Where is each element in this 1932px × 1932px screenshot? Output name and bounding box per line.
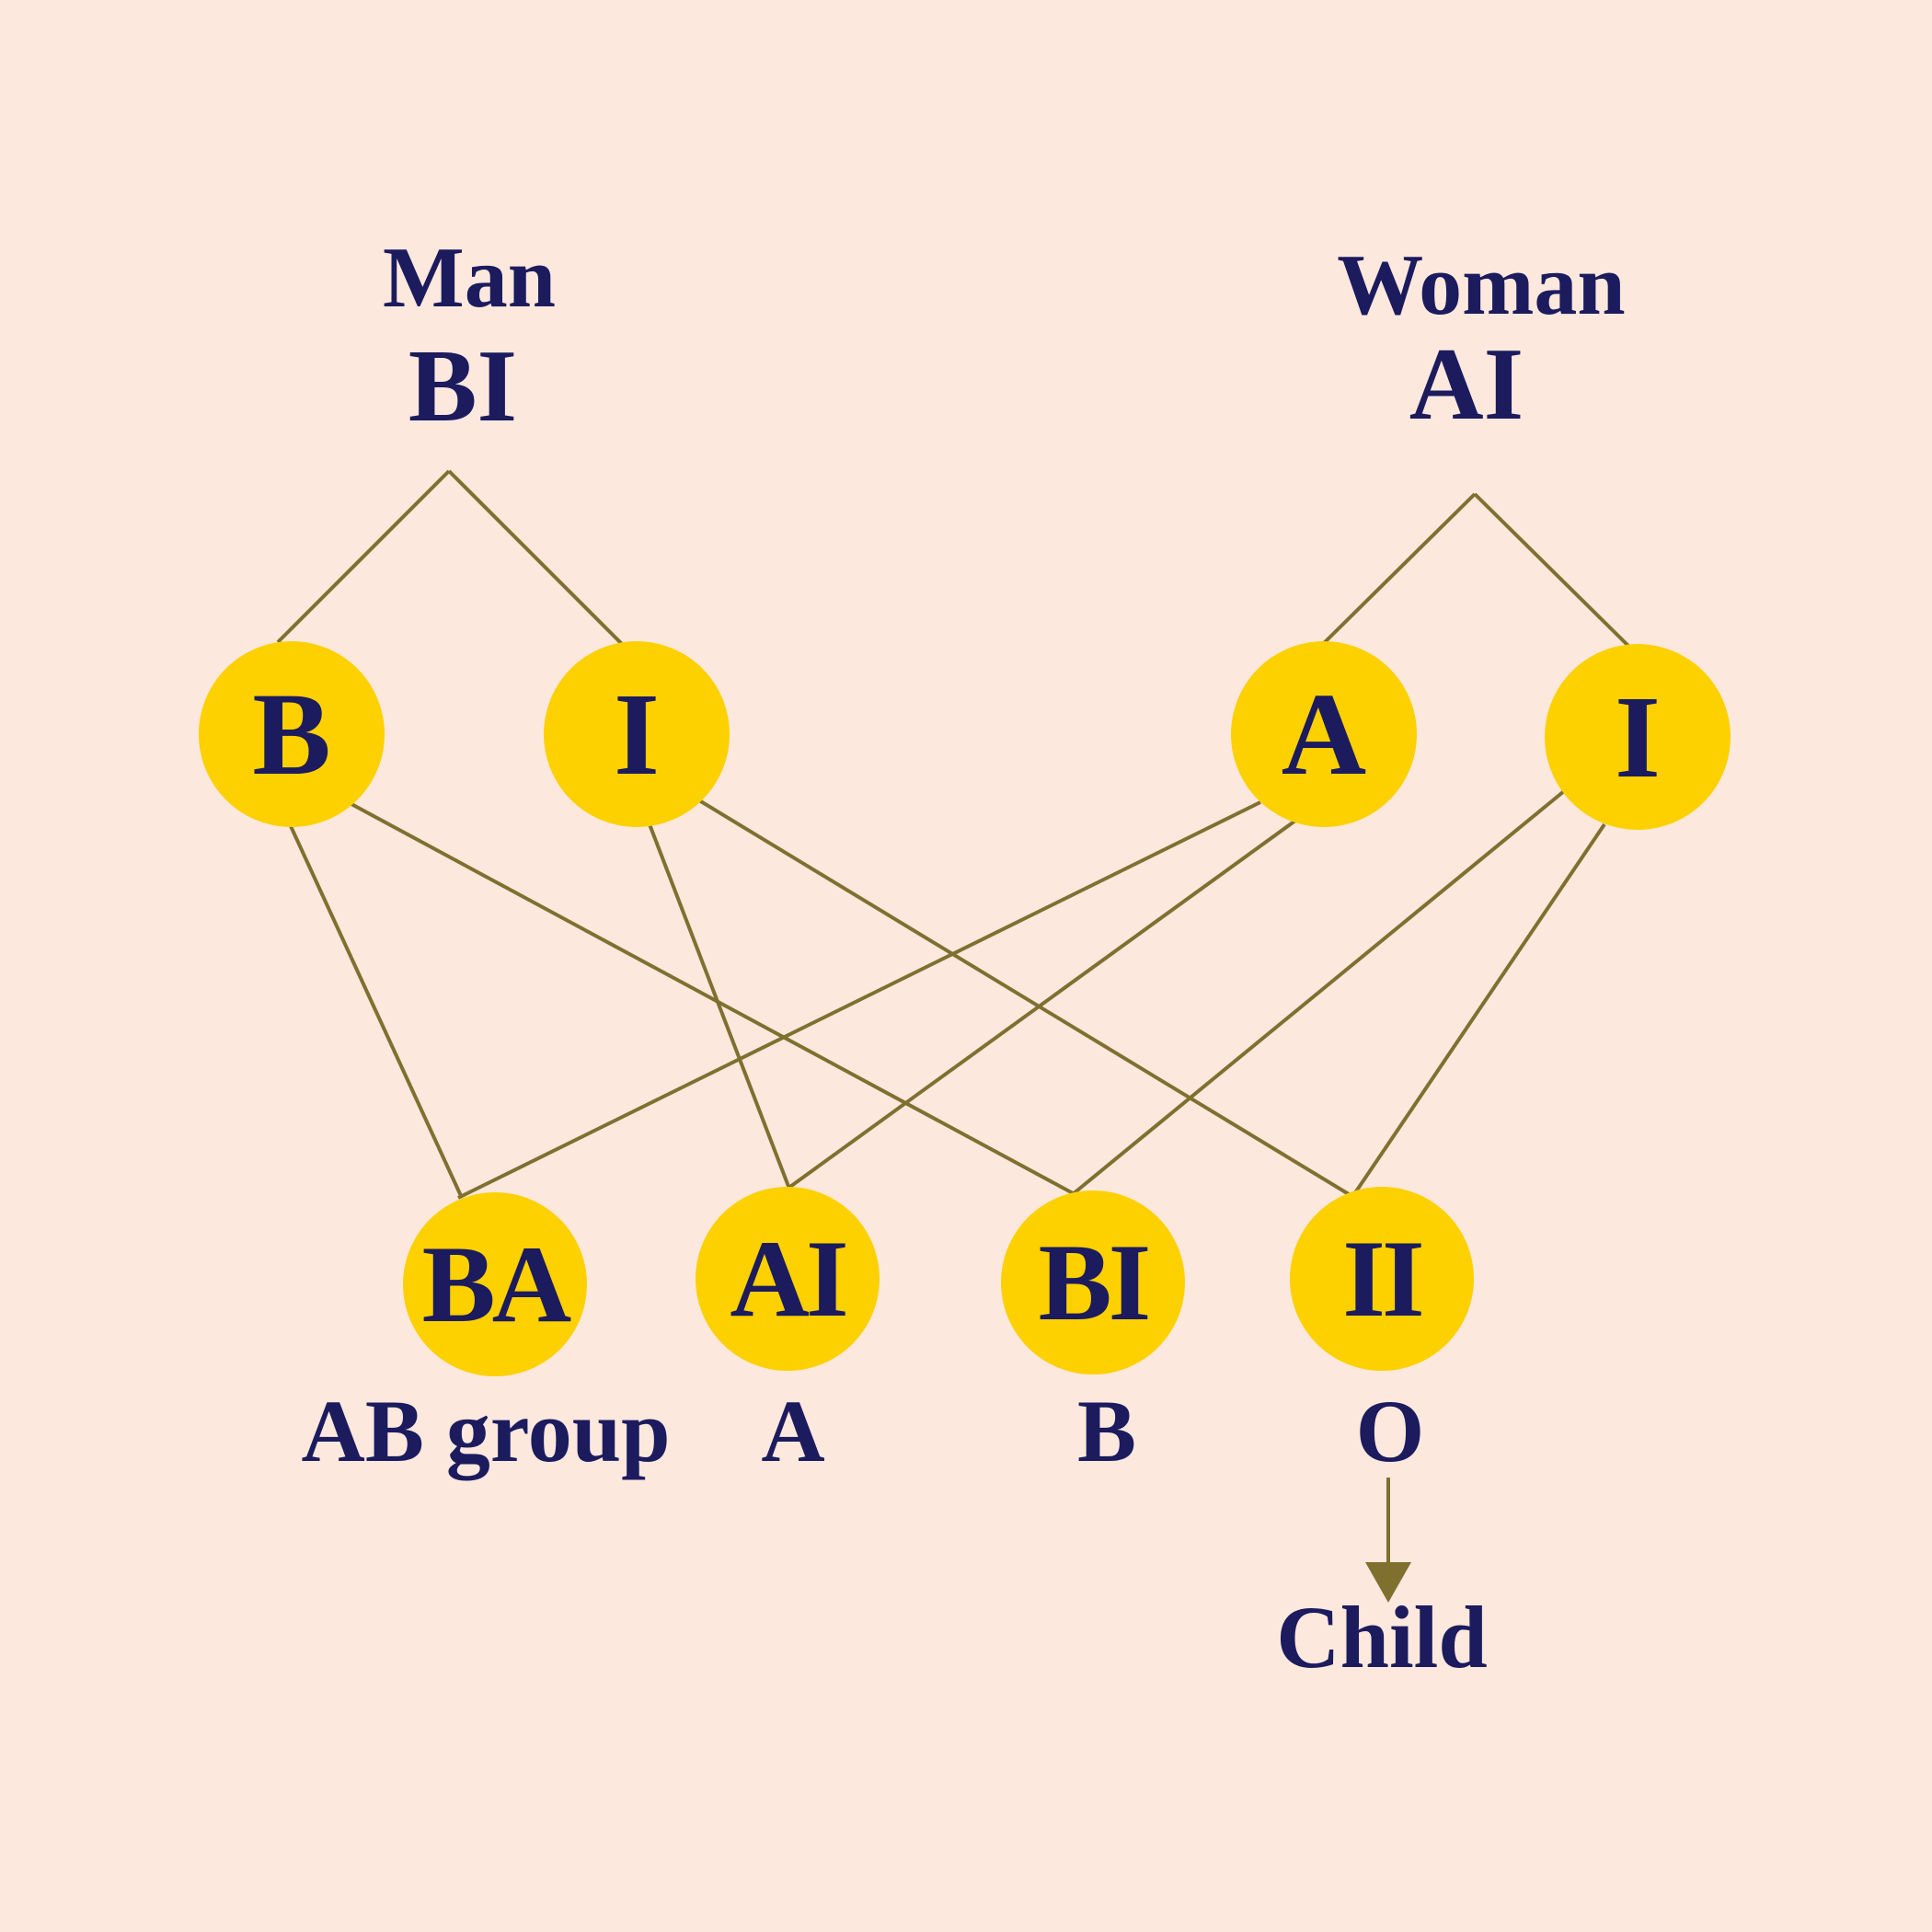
offspring-ii: II <box>1290 1187 1474 1371</box>
parent-woman-label: Woman <box>1337 237 1626 333</box>
gamete-man-b: B <box>199 641 385 827</box>
child-label: Child <box>1276 1588 1488 1686</box>
blood-group-ab-label: AB group <box>301 1382 671 1480</box>
blood-group-a-label: A <box>761 1382 825 1480</box>
parent-man-label: Man <box>383 230 556 326</box>
line-woman-to-gamete-i <box>1473 492 1630 648</box>
line-i-to-ii <box>697 799 1351 1196</box>
line-man-to-gamete-i <box>447 469 626 648</box>
arrowhead-icon <box>1365 1562 1411 1603</box>
line-i2-to-ii <box>1352 822 1606 1196</box>
parent-woman-genotype: AI <box>1409 328 1524 442</box>
line-man-to-gamete-b <box>276 469 451 644</box>
offspring-ai: AI <box>696 1187 880 1371</box>
blood-group-b-label: B <box>1076 1382 1137 1480</box>
offspring-ba: BA <box>403 1192 587 1376</box>
parent-man-genotype: BI <box>408 329 518 443</box>
line-a-to-ai <box>786 819 1297 1190</box>
offspring-bi: BI <box>1001 1190 1185 1374</box>
line-i2-to-bi <box>1071 789 1566 1196</box>
gamete-man-i: I <box>544 641 730 827</box>
line-a-to-ba <box>457 800 1261 1200</box>
gamete-woman-i: I <box>1545 644 1731 830</box>
line-i-to-ai <box>648 823 791 1190</box>
line-b-to-ba <box>289 825 464 1199</box>
blood-group-o-label: O <box>1355 1382 1425 1480</box>
line-woman-to-gamete-a <box>1321 492 1477 646</box>
gamete-woman-a: A <box>1231 641 1417 827</box>
line-b-to-bi <box>351 802 1075 1196</box>
